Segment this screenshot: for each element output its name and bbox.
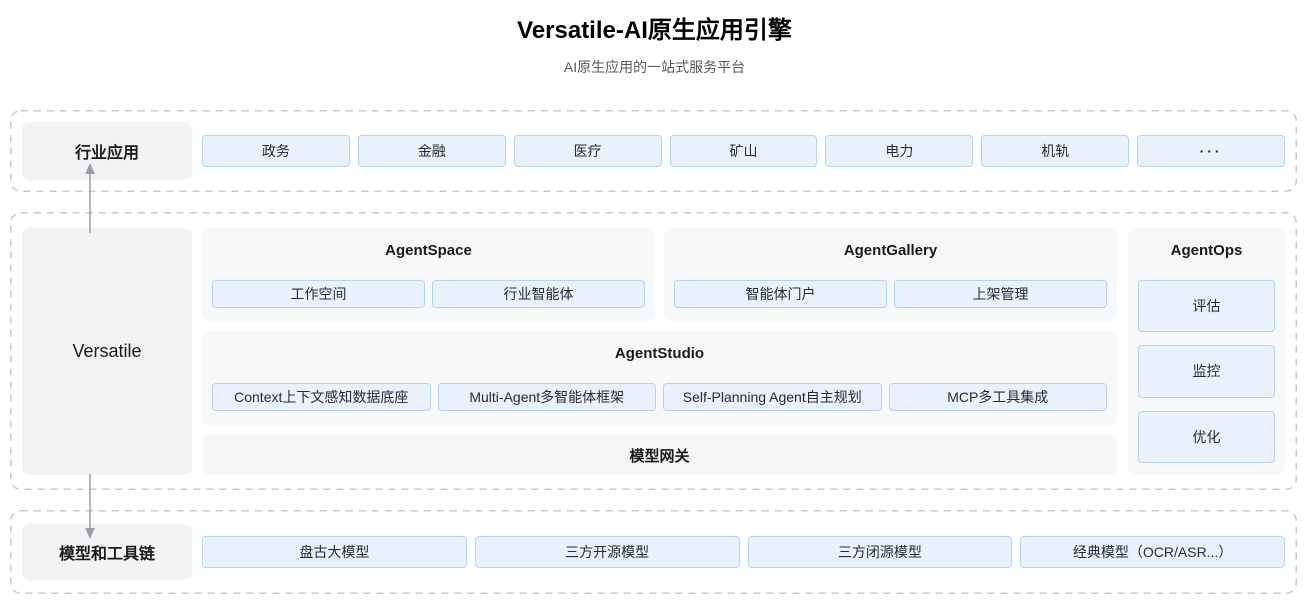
agent-space-chip: 工作空间	[212, 280, 425, 308]
agent-ops-chip: 监控	[1138, 345, 1275, 398]
agent-studio-chip: Self-Planning Agent自主规划	[663, 382, 882, 411]
models-layer: 模型和工具链 盘古大模型 三方开源模型 三方闭源模型 经典模型（OCR/ASR.…	[10, 510, 1297, 594]
agent-gallery-section: AgentGallery 智能体门户 上架管理	[664, 228, 1117, 321]
model-chip: 三方开源模型	[474, 536, 740, 568]
agent-space-chip: 行业智能体	[432, 280, 645, 308]
agent-studio-chip: Multi-Agent多智能体框架	[437, 382, 656, 411]
platform-body: AgentSpace 工作空间 行业智能体 AgentGallery 智能体门户…	[202, 228, 1285, 475]
platform-layer: Versatile AgentSpace 工作空间 行业智能体 AgentGal…	[10, 212, 1297, 490]
industry-chip-row: 政务 金融 医疗 矿山 电力 机轨 ···	[202, 135, 1286, 167]
industry-chip: 矿山	[669, 135, 818, 167]
agent-ops-section: AgentOps 评估 监控 优化	[1128, 228, 1285, 475]
agent-ops-chip: 优化	[1138, 410, 1275, 463]
industry-chip: 电力	[825, 135, 974, 167]
models-chip-row: 盘古大模型 三方开源模型 三方闭源模型 经典模型（OCR/ASR...）	[202, 536, 1285, 568]
agent-gallery-chip: 智能体门户	[674, 280, 887, 308]
platform-left-column: AgentSpace 工作空间 行业智能体 AgentGallery 智能体门户…	[202, 228, 1117, 475]
model-gateway-bar: 模型网关	[202, 435, 1117, 475]
agent-space-title: AgentSpace	[385, 242, 472, 259]
industry-chip: 金融	[357, 135, 506, 167]
agent-ops-title: AgentOps	[1170, 242, 1243, 259]
agent-gallery-chip: 上架管理	[894, 280, 1107, 308]
industry-chip-more: ···	[1137, 135, 1286, 167]
page-title: Versatile-AI原生应用引擎	[517, 17, 792, 44]
agent-gallery-title: AgentGallery	[843, 242, 938, 259]
industry-layer: 行业应用 政务 金融 医疗 矿山 电力 机轨 ···	[10, 110, 1297, 192]
agent-ops-chips: 评估 监控 优化	[1138, 280, 1275, 463]
agent-space-section: AgentSpace 工作空间 行业智能体	[202, 228, 655, 321]
agent-studio-chips: Context上下文感知数据底座 Multi-Agent多智能体框架 Self-…	[212, 382, 1107, 411]
agent-space-chips: 工作空间 行业智能体	[212, 280, 645, 308]
industry-label: 行业应用	[22, 122, 192, 180]
agent-studio-chip: MCP多工具集成	[888, 382, 1107, 411]
industry-chip: 医疗	[513, 135, 662, 167]
industry-chip: 政务	[202, 135, 350, 167]
agent-sections-row: AgentSpace 工作空间 行业智能体 AgentGallery 智能体门户…	[202, 228, 1117, 321]
model-chip: 盘古大模型	[202, 536, 467, 568]
agent-studio-chip: Context上下文感知数据底座	[212, 382, 431, 411]
agent-ops-chip: 评估	[1138, 280, 1275, 333]
page-subtitle: AI原生应用的一站式服务平台	[563, 59, 746, 75]
model-chip: 三方闭源模型	[747, 536, 1013, 568]
industry-chip: 机轨	[981, 135, 1130, 167]
agent-studio-title: AgentStudio	[614, 344, 705, 362]
model-chip: 经典模型（OCR/ASR...）	[1020, 536, 1285, 568]
agent-gallery-chips: 智能体门户 上架管理	[674, 280, 1107, 308]
agent-studio-section: AgentStudio Context上下文感知数据底座 Multi-Agent…	[202, 330, 1117, 426]
models-label: 模型和工具链	[22, 524, 192, 580]
versatile-label: Versatile	[22, 228, 192, 475]
